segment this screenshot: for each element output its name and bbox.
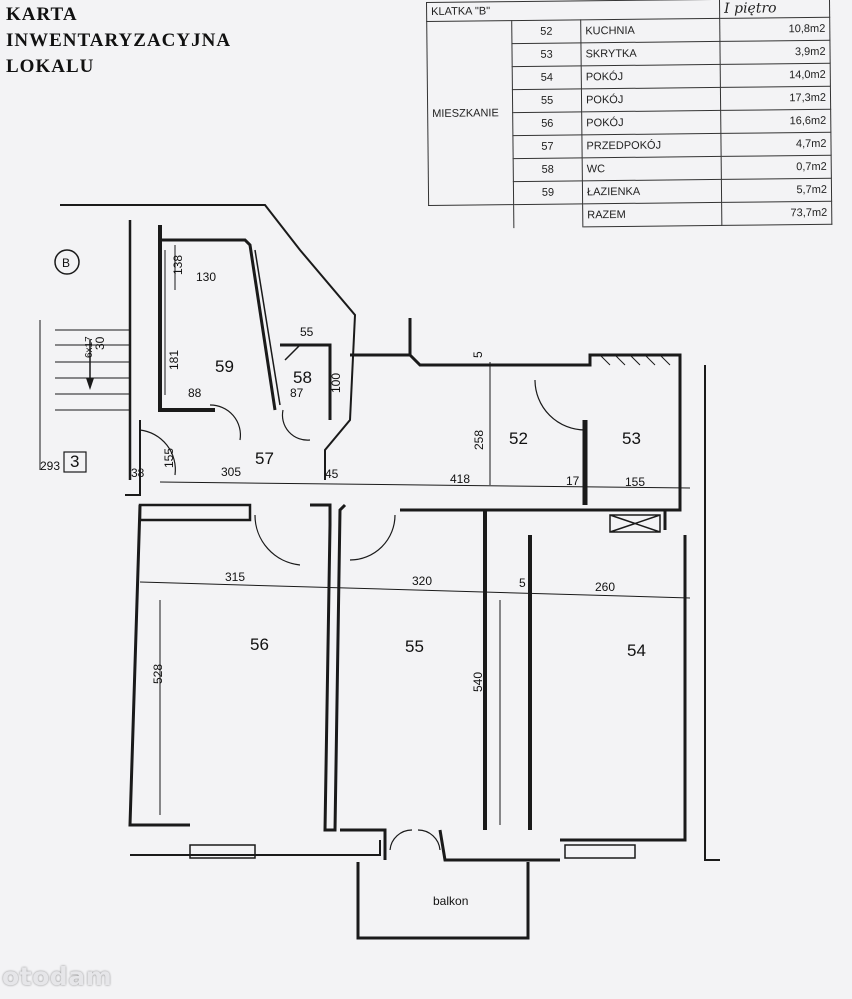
dim-305: 305 <box>221 465 241 479</box>
room-58-label: 58 <box>293 368 312 387</box>
room-54-label: 54 <box>627 641 646 660</box>
balcony-label: balkon <box>433 894 468 908</box>
title-line-3: LOKALU <box>6 56 95 77</box>
dim-5b: 5 <box>519 576 526 590</box>
dim-100: 100 <box>329 373 343 393</box>
wall-56-top <box>138 503 252 522</box>
room-56-label: 56 <box>250 635 269 654</box>
wall-55-top <box>400 508 667 530</box>
dim-528: 528 <box>151 664 165 684</box>
wall-59-top <box>160 238 277 411</box>
wall-bottom-right <box>340 535 687 862</box>
wall-58-diag <box>284 344 301 361</box>
room-59-label: 59 <box>215 357 234 376</box>
dimension-lines <box>139 245 691 825</box>
door-53 <box>534 379 586 431</box>
dim-258: 258 <box>472 430 486 450</box>
balcony-door <box>389 829 441 851</box>
dim-30: 30 <box>93 336 107 350</box>
title-line-1: KARTA <box>6 4 78 25</box>
entrance-number-box <box>63 451 87 473</box>
door-55 <box>349 514 396 561</box>
room-52-label: 52 <box>509 429 528 448</box>
stair-label: B <box>62 256 70 270</box>
dim-130: 130 <box>196 270 216 284</box>
stair-marker <box>54 249 80 275</box>
dim-138: 138 <box>171 255 185 275</box>
dim-181: 181 <box>167 350 181 370</box>
wall-upper <box>60 204 357 480</box>
wall-56-left <box>128 504 190 827</box>
entrance-number: 3 <box>70 452 79 471</box>
watermark: otodam <box>2 962 113 991</box>
dim-88: 88 <box>188 386 202 400</box>
dim-38: 38 <box>131 466 145 480</box>
document-title: KARTA INWENTARYZACYJNA LOKALU <box>6 2 231 80</box>
dim-6x17: 6x17 <box>84 336 95 358</box>
wall-59-left <box>158 225 215 412</box>
door-58 <box>281 409 311 441</box>
balcony-outline <box>356 862 530 940</box>
dim-17: 17 <box>566 474 580 488</box>
room-55-label: 55 <box>405 637 424 656</box>
dim-320: 320 <box>412 574 432 588</box>
outer-wall-right <box>704 365 720 861</box>
dim-155: 155 <box>625 475 645 489</box>
title-line-2: INWENTARYZACYJNA <box>6 30 232 51</box>
door-56 <box>254 514 301 566</box>
wall-bottom-left <box>130 840 381 856</box>
dim-260: 260 <box>595 580 615 594</box>
wall-56-55 <box>310 503 347 832</box>
dim-87: 87 <box>290 386 304 400</box>
room-53-label: 53 <box>622 429 641 448</box>
entrance-jamb <box>125 420 141 496</box>
wall-58 <box>280 343 332 420</box>
dim-45: 45 <box>325 467 339 481</box>
windows <box>189 844 636 859</box>
vent-shaft <box>609 514 661 533</box>
stair-arrow-head <box>86 378 94 390</box>
entrance-door <box>139 429 176 476</box>
dim-155b: 155 <box>162 448 176 468</box>
dim-315: 315 <box>225 570 245 584</box>
dim-55: 55 <box>300 325 314 339</box>
room-57-label: 57 <box>255 449 274 468</box>
dim-540: 540 <box>471 672 485 692</box>
wall-59-diag <box>254 249 281 406</box>
dim-418: 418 <box>450 472 470 486</box>
wall-hatch <box>599 354 671 366</box>
dim-293: 293 <box>40 459 60 473</box>
door-59 <box>209 404 242 441</box>
wall-kitchen-top <box>350 318 682 512</box>
dim-5a: 5 <box>471 351 485 358</box>
wall-55-54 <box>483 510 532 830</box>
